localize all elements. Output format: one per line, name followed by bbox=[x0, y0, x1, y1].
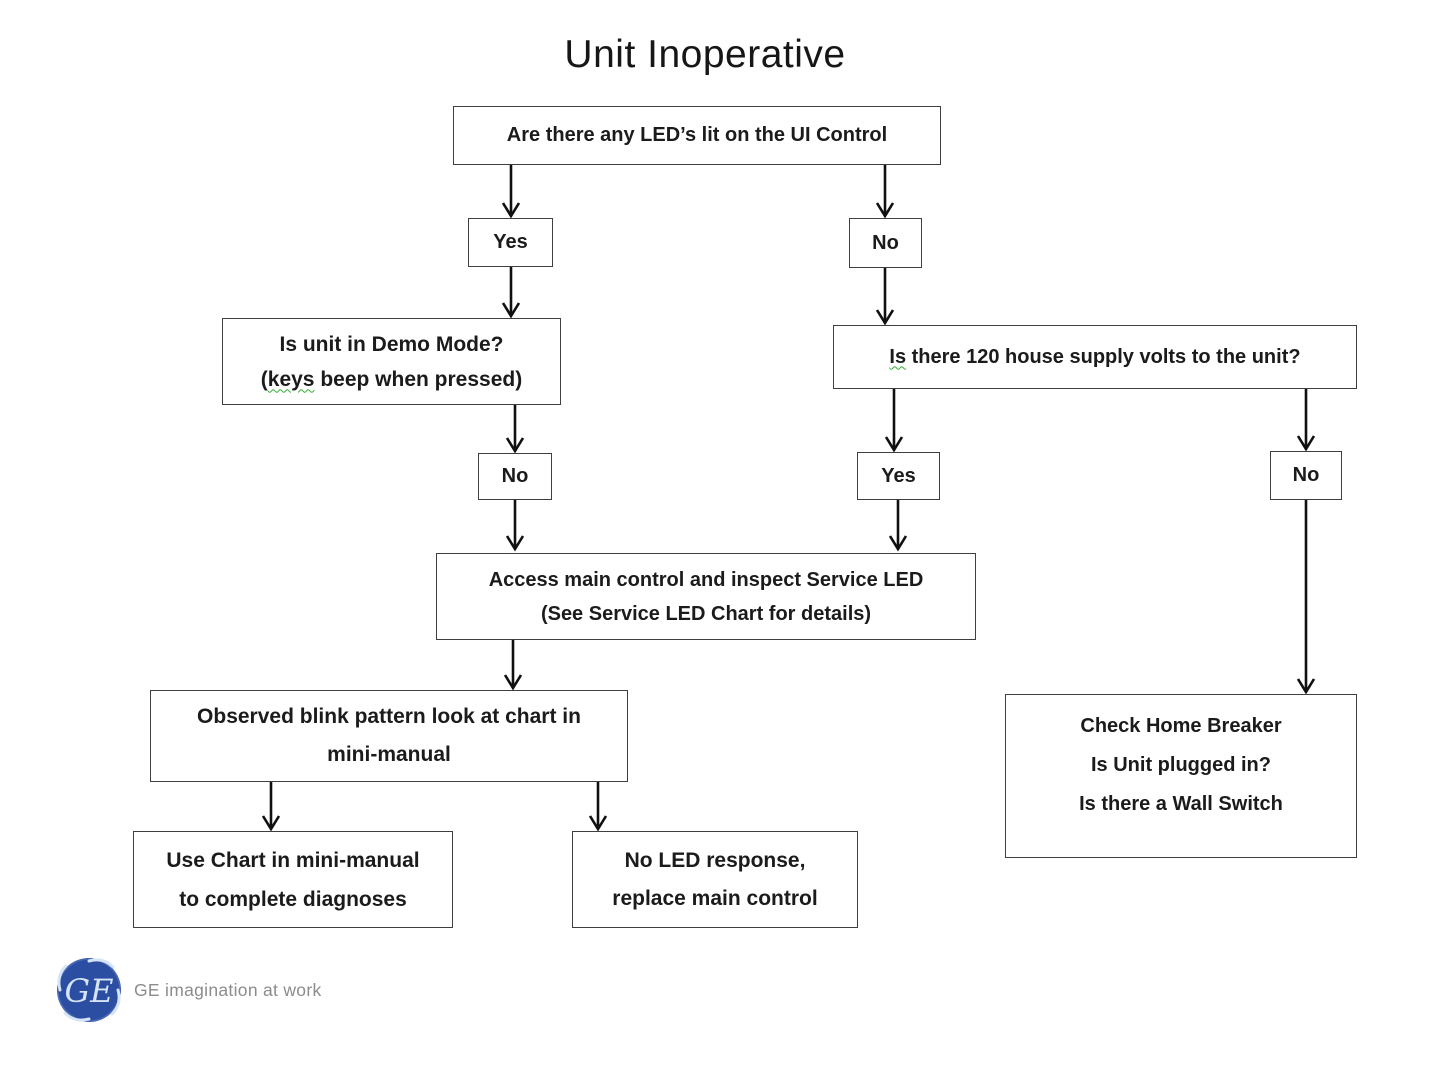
node-label: Are there any LED’s lit on the UI Contro… bbox=[506, 124, 888, 146]
node-label: Is there 120 house supply volts to the u… bbox=[889, 345, 1301, 368]
node-label-line: replace main control bbox=[612, 886, 818, 910]
node-no-3: No bbox=[1270, 451, 1342, 500]
node-replace-main-control: No LED response, replace main control bbox=[572, 831, 858, 928]
node-label-line: Is Unit plugged in? bbox=[1091, 754, 1271, 776]
ge-monogram: GE bbox=[65, 972, 114, 1010]
node-no-2: No bbox=[478, 453, 552, 500]
connector-arrow bbox=[588, 782, 608, 832]
connector-arrow bbox=[505, 500, 525, 552]
connector-arrow bbox=[884, 389, 904, 453]
node-label-line: mini-manual bbox=[327, 743, 451, 766]
node-supply-volts-question: Is there 120 house supply volts to the u… bbox=[833, 325, 1357, 389]
connector-arrow bbox=[501, 267, 521, 319]
node-label-line: Access main control and inspect Service … bbox=[488, 568, 924, 591]
node-label: No bbox=[501, 465, 529, 487]
node-label: No bbox=[1292, 464, 1320, 486]
slide-title: Unit Inoperative bbox=[564, 33, 846, 76]
node-label: No bbox=[872, 231, 899, 254]
node-label: Yes bbox=[881, 464, 916, 487]
ge-logo-icon: GE bbox=[57, 958, 121, 1022]
node-label-line: No LED response, bbox=[624, 848, 806, 872]
node-label-line: Use Chart in mini-manual bbox=[166, 848, 420, 872]
connector-arrow bbox=[875, 165, 895, 219]
node-label-line: (See Service LED Chart for details) bbox=[540, 602, 872, 625]
node-yes-1: Yes bbox=[468, 218, 553, 267]
node-label-line: Check Home Breaker bbox=[1080, 715, 1282, 737]
node-yes-2: Yes bbox=[857, 452, 940, 500]
node-use-chart-mini-manual: Use Chart in mini-manual to complete dia… bbox=[133, 831, 453, 928]
node-label-line: Is unit in Demo Mode? bbox=[279, 332, 504, 356]
footer: GE GE imagination at work bbox=[56, 957, 322, 1023]
node-no-1: No bbox=[849, 218, 922, 268]
connector-arrow bbox=[503, 640, 523, 691]
node-demo-mode-question: Is unit in Demo Mode? (keys beep when pr… bbox=[222, 318, 561, 405]
connector-arrow bbox=[875, 268, 895, 326]
connector-arrow bbox=[505, 405, 525, 454]
connector-arrow bbox=[888, 500, 908, 552]
node-label: Yes bbox=[493, 231, 528, 253]
connector-arrow bbox=[501, 165, 521, 219]
node-access-main-control: Access main control and inspect Service … bbox=[436, 553, 976, 640]
node-check-home-breaker: Check Home Breaker Is Unit plugged in? I… bbox=[1005, 694, 1357, 858]
spellchecked-word: keys bbox=[267, 367, 315, 391]
node-label-line: Is there a Wall Switch bbox=[1079, 793, 1283, 815]
spellchecked-word: Is bbox=[889, 345, 907, 368]
node-led-question: Are there any LED’s lit on the UI Contro… bbox=[453, 106, 941, 165]
ge-tagline: GE imagination at work bbox=[134, 979, 322, 1000]
node-observed-blink-pattern: Observed blink pattern look at chart in … bbox=[150, 690, 628, 782]
connector-arrow bbox=[261, 782, 281, 832]
connector-arrow bbox=[1296, 389, 1316, 452]
node-label-line: Observed blink pattern look at chart in bbox=[197, 705, 581, 728]
connector-arrow bbox=[1296, 500, 1316, 695]
node-label-line: to complete diagnoses bbox=[179, 887, 407, 911]
node-label-line: (keys beep when pressed) bbox=[260, 367, 523, 391]
